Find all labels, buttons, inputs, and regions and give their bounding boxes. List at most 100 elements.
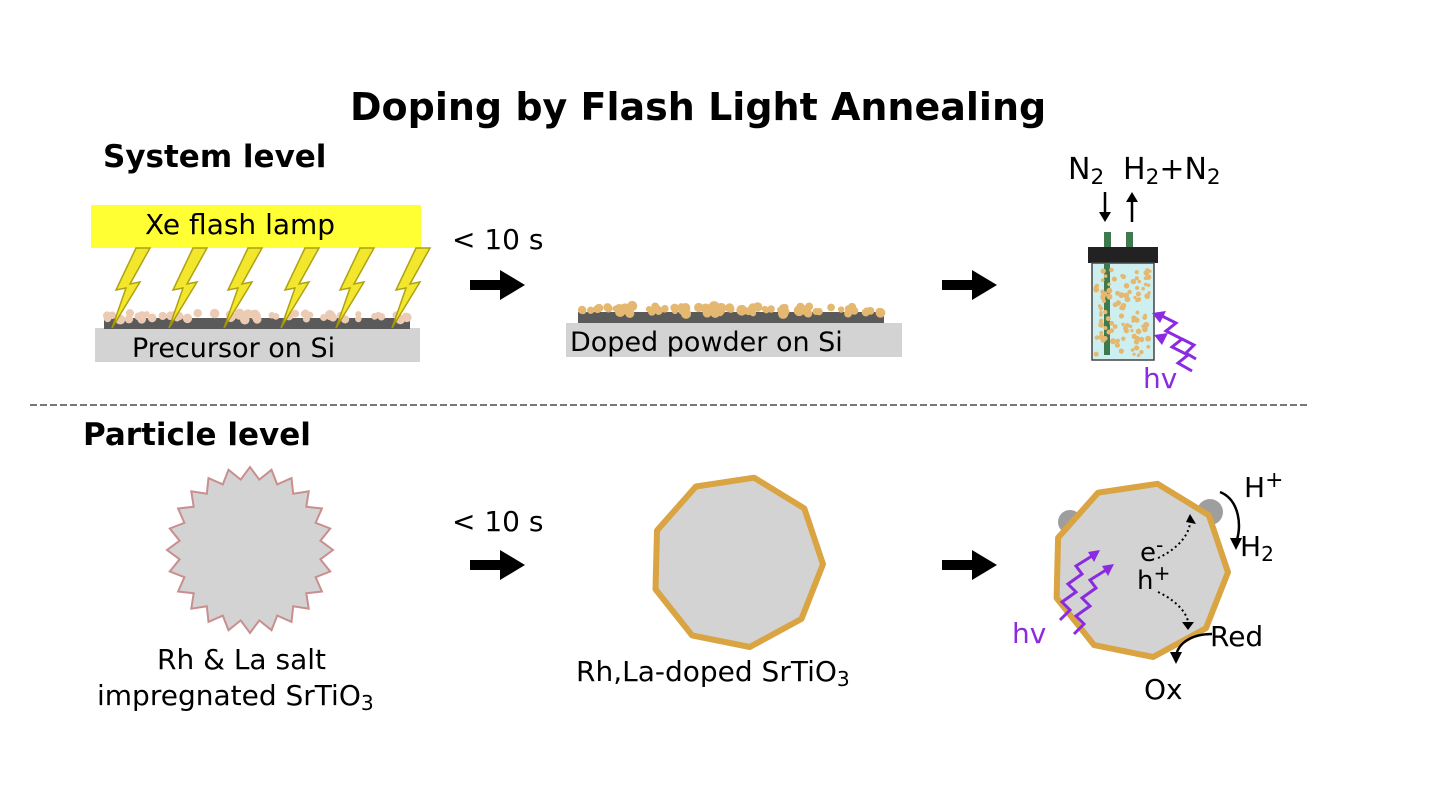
- doped-grain: [654, 306, 663, 316]
- doped-grain: [594, 303, 604, 313]
- doped-powder-label: Doped powder on Si: [570, 327, 843, 358]
- start-label-line1: Rh & La salt: [157, 643, 326, 676]
- suspended-particle: [1107, 282, 1111, 287]
- suspended-particle: [1099, 310, 1103, 315]
- electron-label: e-: [1140, 532, 1164, 568]
- precursor-grain: [147, 313, 157, 323]
- doped-grain: [700, 303, 711, 314]
- doped-grain: [796, 302, 805, 311]
- doped-grain: [805, 302, 814, 311]
- suspended-particle: [1102, 299, 1106, 303]
- suspended-particle: [1135, 310, 1140, 315]
- photon-wave: [1072, 568, 1107, 636]
- precursor-grain: [158, 311, 167, 321]
- lamp-label: Xe flash lamp: [145, 208, 336, 241]
- precursor-grain: [377, 312, 386, 321]
- particle-arrow-1: [470, 550, 525, 580]
- h2-evolution-arrow: [1219, 490, 1241, 543]
- particle-time-label: < 10 s: [452, 505, 544, 538]
- suspended-particle: [1127, 289, 1132, 295]
- suspended-particle: [1142, 315, 1147, 320]
- suspended-particle: [1115, 338, 1120, 344]
- photocatalyst-particle: [1053, 480, 1242, 664]
- doped-grain: [827, 303, 835, 312]
- lightning-bolt-icon: [223, 247, 264, 329]
- suspended-particle: [1146, 283, 1151, 288]
- suspended-particle: [1136, 353, 1141, 358]
- doped-grain: [716, 309, 724, 317]
- h2-evolution-arrow-head: [1230, 538, 1242, 550]
- suspended-particle: [1111, 276, 1117, 282]
- hydrogen-label: H2: [1240, 530, 1274, 567]
- suspended-particle: [1143, 282, 1148, 287]
- doped-grain: [804, 309, 813, 318]
- suspended-particle: [1146, 344, 1151, 349]
- particle-arrow-2: [942, 550, 997, 580]
- precursor-grain: [402, 312, 412, 323]
- suspended-particle: [1131, 319, 1135, 323]
- suspended-particle: [1122, 325, 1128, 331]
- suspended-particle: [1106, 293, 1113, 300]
- proton-label: H+: [1244, 468, 1284, 504]
- suspended-particle: [1095, 336, 1099, 340]
- suspended-particle: [1121, 322, 1125, 327]
- gas-in-label: N2: [1068, 152, 1105, 191]
- suspended-particle: [1123, 282, 1130, 289]
- suspended-particle: [1097, 304, 1102, 308]
- photon-wave: [1058, 554, 1093, 622]
- doped-grain: [837, 306, 845, 313]
- suspended-particle: [1145, 274, 1152, 280]
- doped-grain: [875, 307, 886, 318]
- si-substrate-precursor: [95, 328, 420, 362]
- suspended-particle: [1137, 279, 1141, 284]
- suspended-particle: [1093, 351, 1099, 357]
- suspended-particle: [1120, 292, 1125, 296]
- precursor-grain: [240, 314, 250, 325]
- suspended-particle: [1100, 278, 1105, 282]
- precursor-grain: [209, 308, 220, 319]
- suspended-particle: [1144, 293, 1151, 299]
- doped-grain: [778, 304, 789, 314]
- red-label: Red: [1210, 620, 1264, 653]
- doped-grain: [605, 305, 613, 313]
- reactor-photons: [1152, 311, 1197, 373]
- suspended-particle: [1093, 286, 1100, 293]
- suspended-particle: [1135, 291, 1141, 297]
- particle-photon-label: hv: [1012, 617, 1047, 650]
- precursor-grain: [302, 315, 310, 323]
- suspended-particle: [1120, 302, 1127, 309]
- electron-path-head: [1186, 514, 1196, 524]
- photon-arrow-head: [1102, 564, 1114, 576]
- suspended-particle: [1138, 336, 1145, 343]
- precursor-grain: [125, 316, 133, 323]
- suspended-particle: [1118, 313, 1125, 319]
- precursor-grain: [252, 314, 262, 324]
- doped-grain: [727, 305, 735, 313]
- suspended-particle: [1099, 330, 1104, 335]
- precursor-grain: [103, 314, 112, 323]
- system-arrow-2: [942, 270, 997, 300]
- precursor-grain: [320, 313, 328, 322]
- doped-powder-base: [578, 312, 884, 323]
- suspended-particle: [1141, 286, 1145, 291]
- precursor-grain: [291, 309, 300, 318]
- suspended-particle: [1103, 274, 1108, 278]
- suspended-particle: [1114, 342, 1121, 348]
- precursor-grain: [126, 310, 134, 317]
- suspended-particle: [1105, 316, 1111, 322]
- precursor-grain: [355, 315, 362, 323]
- lightning-bolt-icon: [280, 247, 321, 329]
- suspended-particle: [1124, 293, 1129, 297]
- hole-label: h+: [1137, 560, 1171, 596]
- electron-path: [1157, 521, 1191, 559]
- reactor-cell: [1088, 192, 1158, 361]
- precursor-grain: [143, 311, 150, 318]
- suspended-particle: [1132, 352, 1136, 356]
- doped-grain: [621, 303, 629, 311]
- suspended-particle: [1101, 293, 1107, 299]
- doped-grain: [844, 305, 853, 313]
- suspended-particle: [1110, 338, 1116, 345]
- doped-grain: [612, 305, 620, 312]
